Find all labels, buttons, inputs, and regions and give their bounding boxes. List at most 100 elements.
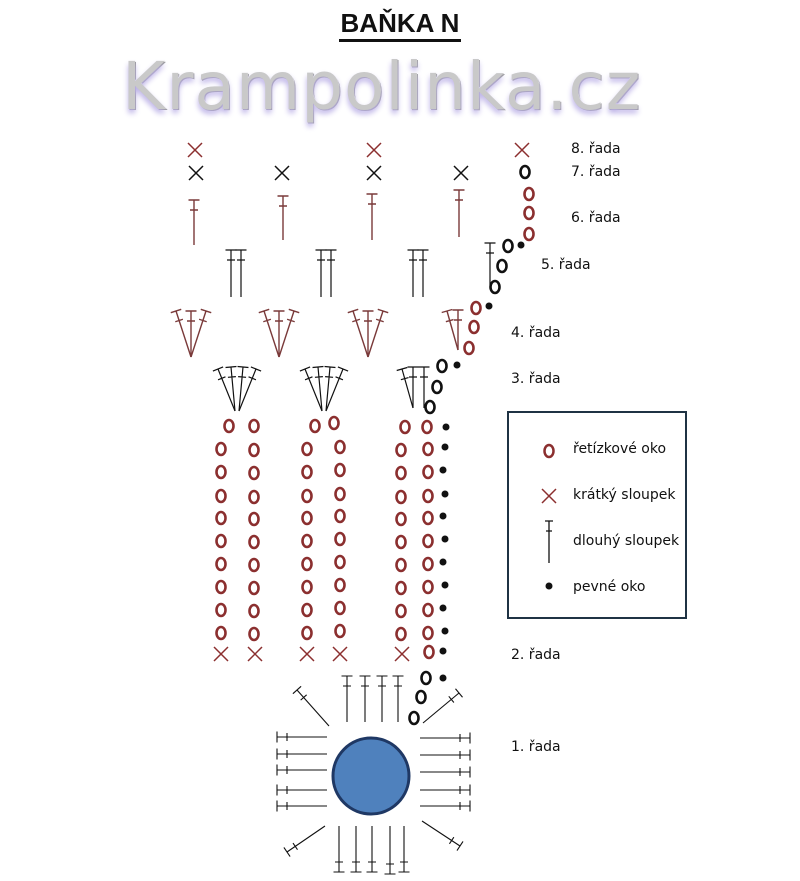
row2-chain-stitch bbox=[248, 557, 260, 573]
row3-double-crochet bbox=[324, 365, 336, 412]
row3-double-crochet bbox=[225, 365, 237, 412]
row1-double-crochet bbox=[420, 749, 471, 761]
row4-double-crochet bbox=[367, 308, 389, 358]
row2-slip-stitch bbox=[441, 490, 449, 498]
row-label-5: 5. řada bbox=[541, 257, 591, 273]
title-text: BAŇKA N bbox=[338, 8, 462, 42]
row4-double-crochet bbox=[347, 308, 369, 358]
row7-single-crochet bbox=[274, 165, 290, 181]
row5-turning-chain bbox=[496, 258, 508, 274]
row2-chain-stitch bbox=[248, 580, 260, 596]
row2-chain-stitch bbox=[334, 439, 346, 455]
legend-item-double-crochet: dlouhý sloupek bbox=[509, 517, 689, 567]
row2-chain-stitch bbox=[334, 462, 346, 478]
row2-chain-stitch bbox=[334, 600, 346, 616]
row2-chain-stitch bbox=[395, 557, 407, 573]
row2-chain-stitch bbox=[215, 464, 227, 480]
row1-double-crochet bbox=[376, 675, 388, 722]
row3-turning-chain bbox=[424, 399, 436, 415]
row1-double-crochet bbox=[276, 764, 327, 776]
row1-double-crochet bbox=[276, 800, 327, 812]
row2-chain-stitch bbox=[248, 442, 260, 458]
row2-chain-stitch bbox=[334, 531, 346, 547]
row5-double-crochet bbox=[484, 242, 496, 285]
watermark: Krampolinka.cz bbox=[122, 48, 642, 125]
row4-double-crochet bbox=[452, 309, 464, 350]
row-label-6: 6. řada bbox=[571, 210, 621, 226]
row3-double-crochet bbox=[299, 366, 323, 412]
row4-double-crochet bbox=[441, 308, 459, 351]
row2-chain-stitch bbox=[395, 580, 407, 596]
row1-double-crochet bbox=[292, 685, 330, 727]
row2-chain-stitch bbox=[248, 489, 260, 505]
row1-double-crochet bbox=[366, 826, 378, 873]
row1-double-crochet bbox=[384, 826, 396, 875]
row3-turning-chain bbox=[436, 358, 448, 374]
row2-slip-stitch bbox=[442, 423, 450, 431]
page-title: BAŇKA N bbox=[0, 8, 800, 42]
row4-double-crochet bbox=[278, 308, 300, 358]
row1-double-crochet bbox=[333, 826, 345, 873]
row5-turning-chain bbox=[502, 238, 514, 254]
row1-double-crochet bbox=[283, 825, 326, 857]
row2-chain-stitch bbox=[248, 626, 260, 642]
row2-chain-stitch bbox=[248, 603, 260, 619]
row3-slip-stitch bbox=[453, 361, 461, 369]
legend-item-chain: řetízkové oko bbox=[509, 435, 689, 465]
row2-chain-stitch bbox=[309, 418, 321, 434]
row2-chain-stitch bbox=[301, 464, 313, 480]
row2-chain-stitch bbox=[301, 488, 313, 504]
row2-chain-stitch bbox=[248, 534, 260, 550]
row2-chain-stitch bbox=[301, 533, 313, 549]
row1-double-crochet bbox=[421, 820, 464, 851]
row5-double-crochet bbox=[315, 249, 327, 297]
row8-single-crochet bbox=[366, 142, 382, 158]
row2-chain-stitch bbox=[215, 488, 227, 504]
row3-double-crochet bbox=[407, 366, 419, 408]
row2-slip-stitch bbox=[439, 647, 447, 655]
row4-slip-stitch bbox=[485, 302, 493, 310]
legend-label: dlouhý sloupek bbox=[573, 533, 680, 549]
row3-double-crochet bbox=[237, 365, 249, 412]
row1-double-crochet bbox=[420, 784, 471, 796]
row2-chain-stitch bbox=[395, 489, 407, 505]
row5-double-crochet bbox=[417, 249, 429, 297]
row2-slip-stitch bbox=[441, 535, 449, 543]
row2-chain-stitch bbox=[399, 419, 411, 435]
row2-chain-stitch bbox=[395, 442, 407, 458]
row2-slip-stitch bbox=[439, 604, 447, 612]
row2-chain-stitch bbox=[422, 488, 434, 504]
row1-turning-chain bbox=[415, 689, 427, 705]
row3-double-crochet bbox=[396, 366, 414, 409]
row2-chain-stitch bbox=[422, 602, 434, 618]
row1-double-crochet bbox=[341, 675, 353, 722]
row2-chain-stitch bbox=[215, 625, 227, 641]
legend-label: pevné oko bbox=[573, 579, 646, 595]
row1-double-crochet bbox=[359, 675, 371, 722]
row2-chain-stitch bbox=[421, 419, 433, 435]
row1-double-crochet bbox=[398, 826, 410, 873]
chain-icon bbox=[543, 443, 555, 459]
slip-stitch-icon bbox=[545, 582, 553, 590]
row2-chain-stitch bbox=[422, 556, 434, 572]
legend-item-slip-stitch: pevné oko bbox=[509, 573, 689, 603]
row2-single-crochet bbox=[247, 646, 263, 662]
row1-slip-stitch bbox=[439, 674, 447, 682]
row2-chain-stitch bbox=[422, 441, 434, 457]
row2-chain-stitch bbox=[248, 511, 260, 527]
row2-chain-stitch bbox=[334, 486, 346, 502]
row2-slip-stitch bbox=[441, 443, 449, 451]
row-label-4: 4. řada bbox=[511, 325, 561, 341]
row2-slip-stitch bbox=[441, 581, 449, 589]
row2-chain-stitch bbox=[328, 415, 340, 431]
row2-single-crochet bbox=[394, 646, 410, 662]
row2-single-crochet bbox=[299, 646, 315, 662]
row1-double-crochet bbox=[420, 800, 471, 812]
row6-turning-chain bbox=[523, 205, 535, 221]
row2-chain-stitch bbox=[215, 579, 227, 595]
row2-chain-stitch bbox=[215, 533, 227, 549]
row5-double-crochet bbox=[325, 249, 337, 297]
row-label-2: 2. řada bbox=[511, 647, 561, 663]
row2-chain-stitch bbox=[248, 418, 260, 434]
